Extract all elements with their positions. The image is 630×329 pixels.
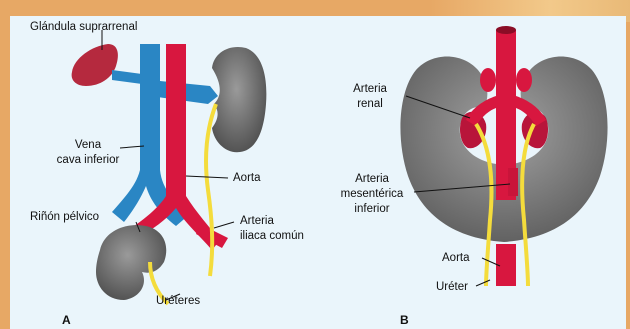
label-renal-artery-2: renal <box>357 98 383 110</box>
aorta-b-lower <box>496 244 516 286</box>
label-vena-cava-2: cava inferior <box>57 154 120 166</box>
label-ureters: Uréteres <box>156 295 200 307</box>
label-ureter: Uréter <box>436 281 468 293</box>
label-aorta-b: Aorta <box>442 252 470 264</box>
label-adrenal-gland: Glándula suprarrenal <box>30 21 137 33</box>
label-pelvic-kidney: Riñón pélvico <box>30 211 99 223</box>
panel-letter-a: A <box>62 313 71 327</box>
renal-artery-origin-left <box>480 68 496 92</box>
renal-artery-origin-right <box>516 68 532 92</box>
label-vena-cava-1: Vena <box>75 139 102 151</box>
label-mesenteric-1: Arteria <box>355 173 389 185</box>
panel-b <box>400 26 607 286</box>
label-iliac-2: iliaca común <box>240 230 304 242</box>
inferior-mesenteric-artery <box>508 168 518 196</box>
label-renal-artery-1: Arteria <box>353 83 387 95</box>
adrenal-vessel <box>112 70 142 84</box>
upper-kidney <box>212 47 266 152</box>
label-iliac-1: Arteria <box>240 215 274 227</box>
label-mesenteric-3: inferior <box>354 203 389 215</box>
label-mesenteric-2: mesentérica <box>341 188 404 200</box>
aorta-lumen <box>496 26 516 34</box>
adrenal-gland <box>72 44 118 86</box>
label-aorta-a: Aorta <box>233 172 261 184</box>
panel-letter-b: B <box>400 313 409 327</box>
